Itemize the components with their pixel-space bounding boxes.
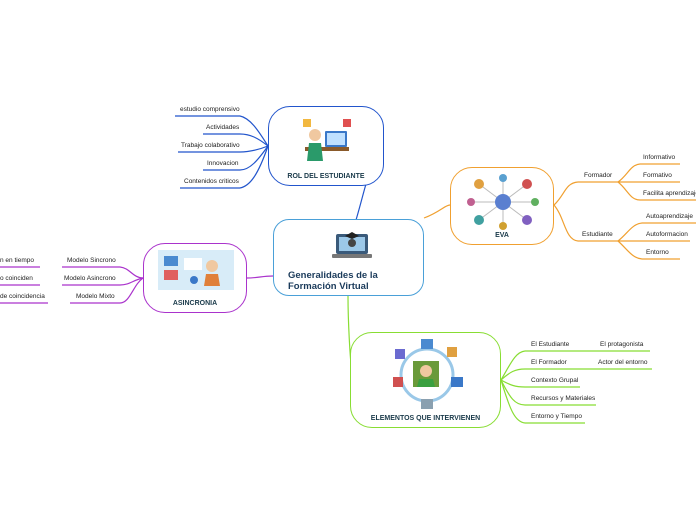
asincronia-child-0: n en tiempo xyxy=(0,257,34,264)
eva-estudiante-item-0: Autoaprendizaje xyxy=(646,213,693,220)
eva-node[interactable]: EVA xyxy=(450,167,554,245)
elementos-item-4: Entorno y Tiempo xyxy=(531,413,582,420)
rol-item-0: estudio comprensivo xyxy=(180,106,240,113)
elementos-child-1: Actor del entorno xyxy=(598,359,648,366)
central-title-line1: Generalidades de la xyxy=(288,270,378,281)
elementos-item-3: Recursos y Materiales xyxy=(531,395,596,402)
elementos-node[interactable]: ELEMENTOS QUE INTERVIENEN xyxy=(350,332,501,428)
elementos-item-0: El Estudiante xyxy=(531,341,570,348)
elementos-title: ELEMENTOS QUE INTERVIENEN xyxy=(370,415,481,422)
rol-item-1: Actividades xyxy=(206,124,240,131)
eva-estudiante-item-2: Entorno xyxy=(646,249,669,256)
rol-estudiante-node[interactable]: ROL DEL ESTUDIANTE xyxy=(268,106,384,186)
asincronia-item-0: Modelo Sincrono xyxy=(67,257,116,264)
central-title-line2: Formación Virtual xyxy=(288,281,369,292)
asincronia-node[interactable]: ASINCRONIA xyxy=(143,243,247,313)
asincronia-child-2: de coincidencia xyxy=(0,293,45,300)
eva-formador: Formador xyxy=(584,172,613,179)
elementos-item-1: El Formador xyxy=(531,359,567,366)
eva-formador-item-2: Facilita aprendizaje xyxy=(643,190,696,197)
rol-item-2: Trabajo colaborativo xyxy=(181,142,240,149)
graduate-laptop-icon xyxy=(332,232,372,258)
network-hub-icon xyxy=(467,174,539,230)
eva-formador-item-1: Formativo xyxy=(643,172,672,179)
central-node[interactable]: Generalidades de la Formación Virtual xyxy=(273,219,424,296)
eva-formador-item-0: Informativo xyxy=(643,154,676,161)
elementos-child-0: El protagonista xyxy=(600,341,644,348)
elements-circle-icon xyxy=(393,339,463,409)
student-desk-icon xyxy=(303,119,351,161)
asincronia-item-2: Modelo Mixto xyxy=(76,293,115,300)
asincronia-item-1: Modelo Asincrono xyxy=(64,275,116,282)
eva-title: EVA xyxy=(495,232,509,239)
eva-estudiante-item-1: Autoformacion xyxy=(646,231,688,238)
asincronia-title: ASINCRONIA xyxy=(172,300,218,307)
rol-item-4: Contenidos criticos xyxy=(184,178,239,185)
asincronia-child-1: o coinciden xyxy=(0,275,33,282)
elementos-item-2: Contexto Grupal xyxy=(531,377,579,384)
rol-item-3: Innovacion xyxy=(207,160,239,167)
eva-estudiante: Estudiante xyxy=(582,231,613,238)
online-class-icon xyxy=(158,250,234,290)
rol-title: ROL DEL ESTUDIANTE xyxy=(287,173,365,180)
